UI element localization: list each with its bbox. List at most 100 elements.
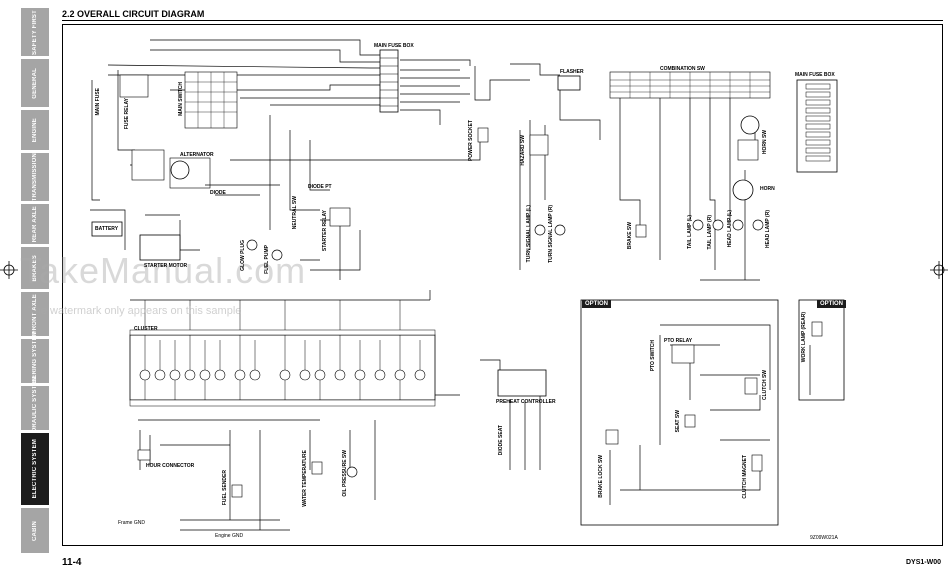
label-work-lamp: WORK LAMP (REAR) xyxy=(801,312,807,363)
turn-lamp-left-symbol xyxy=(534,224,546,236)
head-lamp-left-symbol xyxy=(732,219,744,231)
battery-block xyxy=(91,221,123,237)
horn-symbol xyxy=(732,179,754,201)
label-head-lamp-r: HEAD LAMP (R) xyxy=(765,210,771,248)
wire xyxy=(170,84,380,91)
label-glow-plug: GLOW PLUG xyxy=(240,240,246,271)
label-combination-sw: COMBINATION SW xyxy=(660,66,705,72)
wire xyxy=(107,64,380,69)
clutch-sw-block xyxy=(744,377,758,395)
section-title: 2.2 OVERALL CIRCUIT DIAGRAM xyxy=(62,9,205,19)
wire xyxy=(620,470,761,491)
wire xyxy=(150,49,380,63)
label-oil-pressure: OIL PRESSURE SW xyxy=(342,450,348,497)
watermark-note: The watermark only appears on this sampl… xyxy=(28,305,242,317)
wire xyxy=(117,70,135,151)
label-frame-gnd: Frame GND xyxy=(118,520,145,526)
brake-lock-sw-block xyxy=(605,429,619,445)
label-diode: DIODE xyxy=(210,190,226,196)
wire xyxy=(710,395,761,411)
side-tab-transmission[interactable]: TRANSMISSION xyxy=(21,153,49,201)
wire xyxy=(660,324,771,390)
watermark: TakeManual.com xyxy=(20,250,307,291)
horn-sw-symbol xyxy=(740,115,760,135)
tail-lamp-right-symbol xyxy=(712,219,724,231)
wire xyxy=(310,230,361,271)
main-fuse-box-block xyxy=(379,49,399,113)
wire xyxy=(150,39,380,56)
pto-relay-block xyxy=(671,344,695,364)
wire xyxy=(400,59,471,66)
label-neutral-sw: NEUTRAL SW xyxy=(292,196,298,230)
label-brake-sw: BRAKE SW xyxy=(627,222,633,250)
label-main-fuse-box-right: MAIN FUSE BOX xyxy=(795,72,835,78)
label-main-fuse-box: MAIN FUSE BOX xyxy=(374,43,414,49)
label-starter-motor: STARTER MOTOR xyxy=(144,263,188,269)
hour-connector-block xyxy=(137,449,151,461)
label-seat-sw: SEAT SW xyxy=(675,410,681,433)
registration-mark-left xyxy=(0,261,18,279)
label-turn-lamp-l: TURN SIGNAL LAMP (L) xyxy=(526,205,532,263)
label-flasher: FLASHER xyxy=(560,69,584,75)
side-tab-rear-axle[interactable]: REAR AXLE xyxy=(21,204,49,244)
label-tail-lamp-r: TAIL LAMP (R) xyxy=(707,215,713,250)
cluster-connector-left xyxy=(129,329,436,336)
side-tab-hydraulic-system[interactable]: HYDRAULIC SYSTEM xyxy=(21,376,49,440)
side-tab-front-axle[interactable]: FRONT AXLE xyxy=(21,292,49,336)
wire xyxy=(230,140,481,161)
fuse-relay-block xyxy=(131,149,165,181)
label-fuse-relay: FUSE RELAY xyxy=(124,98,130,130)
label-tail-lamp-l: TAIL LAMP (L) xyxy=(687,215,693,249)
option-badge-1: OPTION xyxy=(582,300,612,308)
alternator-block xyxy=(169,157,211,189)
fuse-block xyxy=(119,74,149,98)
label-battery: BATTERY xyxy=(95,226,119,232)
side-tab-engine[interactable]: ENGINE xyxy=(21,110,49,150)
label-turn-lamp-r: TURN SIGNAL LAMP (R) xyxy=(548,205,554,263)
wire xyxy=(91,80,100,201)
wire xyxy=(559,90,601,140)
side-tab-steering-system[interactable]: STEERING SYSTEM xyxy=(21,331,49,391)
side-tab-cabin[interactable]: CABIN xyxy=(21,508,49,553)
side-tab-safety-first[interactable]: SAFETY FIRST xyxy=(21,8,49,56)
label-starter-relay: STARTER RELAY xyxy=(322,210,328,252)
diagram-frame xyxy=(62,24,943,546)
header-divider xyxy=(62,20,943,21)
label-cluster: CLUSTER xyxy=(134,326,158,332)
label-main-switch: MAIN SWITCH xyxy=(178,82,184,116)
side-tab-general[interactable]: GENERAL xyxy=(21,59,49,107)
label-water-temp: WATER TEMPERATURE xyxy=(302,450,308,507)
label-clutch-sw: CLUTCH SW xyxy=(762,370,768,400)
alternator-symbol xyxy=(170,160,190,180)
option-region-1 xyxy=(580,299,779,526)
label-head-lamp-l: HEAD LAMP (L) xyxy=(727,210,733,248)
wire xyxy=(400,109,441,125)
seat-sw-block xyxy=(684,414,696,428)
label-preheat-controller: PREHEAT CONTROLLER xyxy=(496,399,556,405)
side-tab-brakes[interactable]: BRAKES xyxy=(21,247,49,289)
label-alternator: ALTERNATOR xyxy=(180,152,214,158)
wire xyxy=(309,140,330,191)
wire xyxy=(90,209,126,250)
fuel-pump-symbol xyxy=(271,249,283,261)
label-horn-sw: HORN SW xyxy=(762,130,768,155)
side-tab-electric-system[interactable]: ELECTRIC SYSTEM xyxy=(21,433,49,505)
clutch-magnet-block xyxy=(751,454,763,472)
option-badge-2: OPTION xyxy=(817,300,847,308)
wire xyxy=(474,66,530,101)
wire xyxy=(619,95,641,230)
cluster-connector-bottom xyxy=(129,399,436,407)
starter-motor-block xyxy=(139,234,181,261)
registration-mark-right xyxy=(930,261,948,279)
water-temp-block xyxy=(311,461,323,475)
turn-lamp-right-symbol xyxy=(554,224,566,236)
wire xyxy=(289,130,320,211)
label-hour-connector: HOUR CONNECTOR xyxy=(146,463,195,469)
label-pto-switch: PTO SWITCH xyxy=(650,340,656,372)
glow-plug-symbol xyxy=(246,239,258,251)
label-diode-seat: DIODE SEAT xyxy=(498,425,504,456)
relay-block xyxy=(737,139,759,161)
wire xyxy=(510,63,560,76)
label-horn: HORN xyxy=(760,186,775,192)
